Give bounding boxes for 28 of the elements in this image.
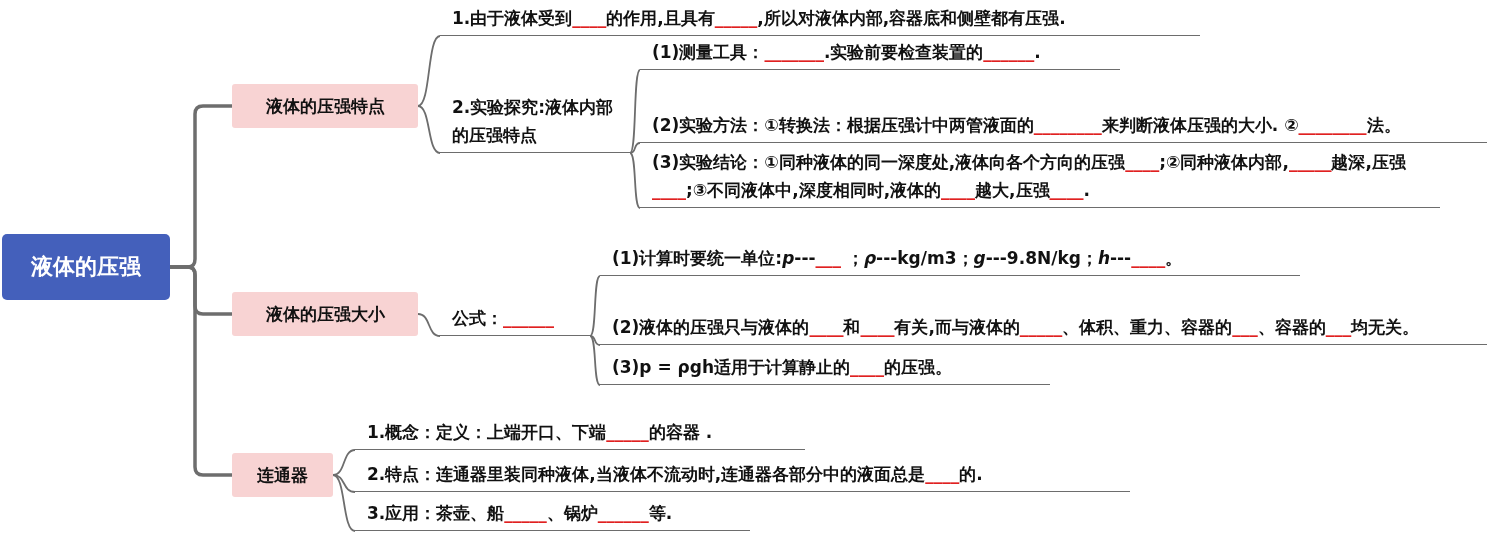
subtopic-text: 1.由于液体受到____的作用,且具有_____,所以对液体内部,容器底和侧壁都有压强. <box>440 2 1200 36</box>
branch-line <box>629 142 641 154</box>
branch-line <box>629 69 641 154</box>
topic-box: 液体的压强大小 <box>232 292 418 336</box>
topic-box: 连通器 <box>232 453 333 497</box>
subtopic-text: 2.特点：连通器里装同种液体,当液体不流动时,连通器各部分中的液面总是____的. <box>355 459 1130 492</box>
branch-line <box>629 152 641 209</box>
branch-line <box>589 335 601 346</box>
subtopic-text: 3.应用：茶壶、船_____、锅炉______等. <box>355 498 750 531</box>
topic-box: 液体的压强特点 <box>232 84 418 128</box>
branch-line <box>589 335 601 386</box>
branch-line <box>589 275 601 337</box>
branch-line <box>417 105 441 154</box>
subtopic-text: 1.概念：定义：上端开口、下端_____的容器 . <box>355 417 805 450</box>
subtopic-text: (3)实验结论：①同种液体的同一深度处,液体向各个方向的压强____;②同种液体内部,_____越深,压强____;③不同液体中,深度相同时,液体的____越大,压强____. <box>640 148 1440 208</box>
subtopic-text: (1)测量工具：_______.实验前要检查装置的______. <box>640 38 1120 70</box>
subtopic-text: (1)计算时要统一单位:p---___ ；ρ---kg/m3；g---9.8N/kg；h---____。 <box>600 243 1300 276</box>
branch-line <box>332 474 356 532</box>
branch-line <box>170 265 232 477</box>
subtopic-text: (2)液体的压强只与液体的____和____有关,而与液体的_____、体积、重力、容器的___、容器的___均无关。 <box>600 283 1487 345</box>
subtopic-text: (3)p = ρgh适用于计算静止的____的压强。 <box>600 352 1050 385</box>
branch-line <box>417 35 441 107</box>
branch-line <box>417 313 441 337</box>
central-topic-box: 液体的压强 <box>2 234 170 300</box>
subtopic-text: 2.实验探究:液体内部的压强特点 <box>440 93 630 153</box>
subtopic-text: (2)实验方法：①转换法：根据压强计中两管液面的________来判断液体压强的大小. ②________法。 <box>640 83 1487 143</box>
branch-line <box>332 474 356 493</box>
subtopic-text: 公式：______ <box>440 302 590 336</box>
